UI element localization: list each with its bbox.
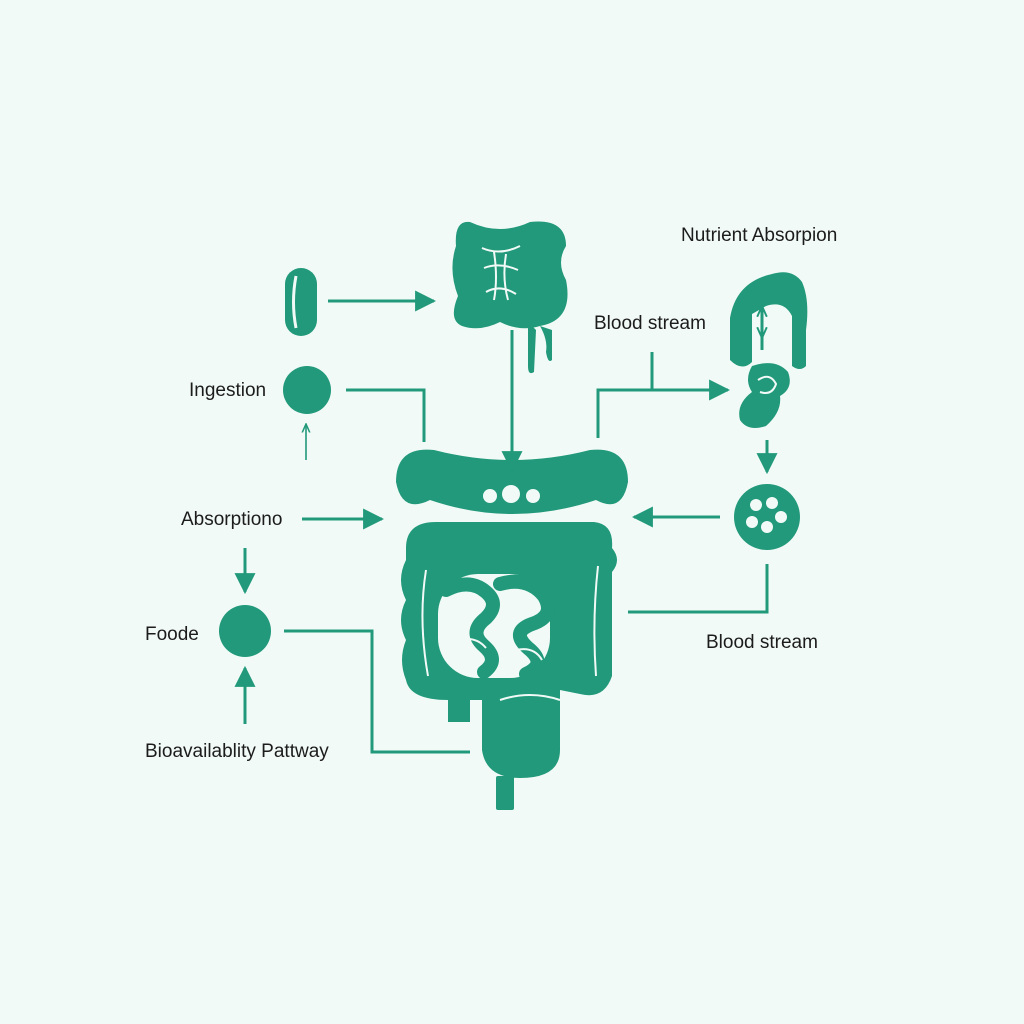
ingestion-label: Ingestion [189, 380, 267, 401]
blood-stream-bottom-label: Blood stream [706, 632, 818, 653]
intestine-icon [401, 522, 617, 810]
pill-icon [285, 268, 317, 336]
organ-icon [730, 272, 808, 428]
ingestion-node [283, 366, 331, 414]
cell-icon [734, 484, 800, 550]
cell-to-intestine-connector [628, 564, 769, 614]
foods-label: Foode [145, 624, 199, 645]
pathway-label: Bioavailablity Pattway [145, 741, 329, 762]
ingestion-connector [346, 388, 426, 442]
liver-icon [396, 449, 628, 514]
bloodstream-top-connector [596, 379, 731, 438]
blood-stream-top-label: Blood stream [594, 313, 706, 334]
nutrient-absorption-label: Nutrient Absorpion [681, 225, 838, 246]
foods-node [219, 605, 271, 657]
foods-connector [284, 629, 470, 754]
absorption-label: Absorptiono [181, 509, 283, 530]
stomach-icon [452, 221, 568, 374]
